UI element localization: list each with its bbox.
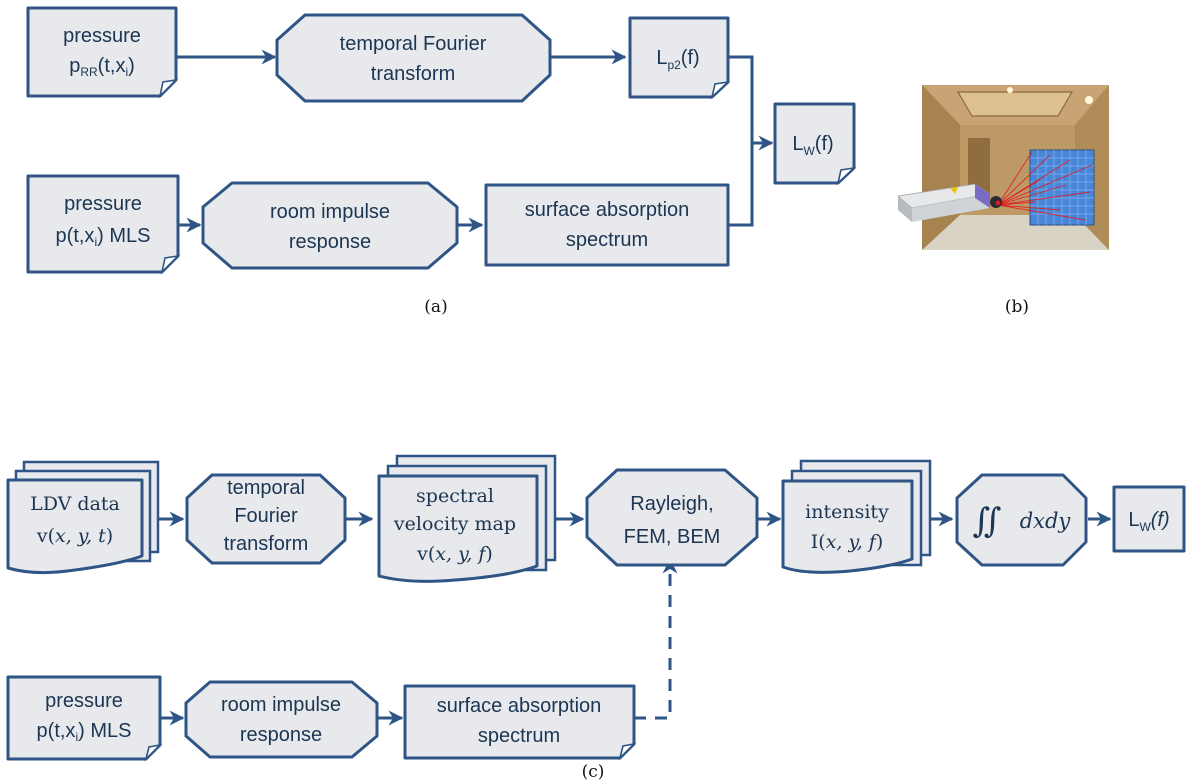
pressure-mls-label-line1-a: pressure [64,193,142,215]
surface-abs-node-a: surface absorption spectrum [484,183,730,267]
surface-abs-node-c: surface absorption spectrum [403,684,637,761]
lp2-node: Lp2(f) [628,16,731,100]
lw-label-c: LW(f) [1128,509,1169,534]
room-impulse-label-line2-a: response [289,231,371,253]
rayleigh-node: Rayleigh, FEM, BEM [585,468,759,567]
caption-a: (a) [424,297,447,317]
lw-node-c: LW(f) [1112,485,1186,553]
ldv-label-line2: v(x, y, t) [36,525,113,547]
rayleigh-label-line2: FEM, BEM [624,526,721,548]
room-impulse-label-line1-a: room impulse [270,201,390,223]
room-impulse-node-c: room impulse response [184,680,379,759]
rayleigh-label-line1: Rayleigh, [630,493,713,515]
ldv-data-node: LDV data v(x, y, t) [6,460,160,575]
spectral-velocity-node: spectral velocity map v(x, y, f) [377,454,557,583]
panel-a: pressure pRR(t,xi) temporal Fourier tran… [26,6,857,317]
temporal-ft-label-line1: temporal Fourier [340,33,487,55]
integral-symbol: ∬ [973,501,1002,541]
intensity-label-line1: intensity [805,501,889,523]
spectral-label-line1: spectral [416,485,494,507]
temporal-ft-c-line1: temporal [227,477,305,499]
panel-c: LDV data v(x, y, t) temporal Fourier tra… [6,454,1186,782]
temporal-ft-label-line2: transform [371,63,455,85]
surface-abs-label-line1-c: surface absorption [437,695,602,717]
pressure-mls-label-line2-c: p(t,xi) MLS [37,720,132,744]
lw-label-a: LW(f) [792,133,833,158]
surface-abs-label-line2-c: spectrum [478,725,560,747]
integral-node: ∬ dxdy [955,473,1088,567]
surface-abs-label-line1-a: surface absorption [525,199,690,221]
edge-surface-abs-to-rayleigh-dashed [634,558,678,720]
pressure-mls-label-line1-c: pressure [45,690,123,712]
temporal-ft-node: temporal Fourier transform [275,13,552,103]
pressure-mls-node-a: pressure p(t,xi) MLS [26,174,181,275]
intensity-node: intensity I(x, y, f) [781,459,932,574]
lw-node-a: LW(f) [773,102,857,186]
temporal-ft-c-line2: Fourier [234,505,298,527]
room-impulse-node-a: room impulse response [201,181,459,270]
ldv-label-line1: LDV data [30,493,120,515]
spectral-label-line3: v(x, y, f) [416,543,493,565]
laser-vibrometer-icon [897,183,1002,222]
integral-label: dxdy [1020,509,1072,533]
spectral-label-line2: velocity map [393,513,516,535]
intensity-label-line2: I(x, y, f) [811,531,883,553]
lp2-label: Lp2(f) [656,47,699,72]
pressure-mls-label-line2-a: p(t,xi) MLS [56,225,151,249]
edge-merge-bracket [728,55,754,227]
pressure-rr-label-line1: pressure [63,25,141,47]
caption-c: (c) [582,762,605,782]
surface-abs-label-line2-a: spectrum [566,229,648,251]
room-impulse-label-line2-c: response [240,724,322,746]
room-photo [922,85,1109,250]
pressure-rr-node: pressure pRR(t,xi) [26,6,179,99]
temporal-ft-node-c: temporal Fourier transform [185,473,347,565]
caption-b: (b) [1005,297,1029,317]
pressure-mls-node-c: pressure p(t,xi) MLS [6,675,163,762]
pressure-rr-label-line2: pRR(t,xi) [69,55,135,79]
room-impulse-label-line1-c: room impulse [221,694,341,716]
panel-b: (b) [897,85,1109,317]
temporal-ft-c-line3: transform [224,533,308,555]
